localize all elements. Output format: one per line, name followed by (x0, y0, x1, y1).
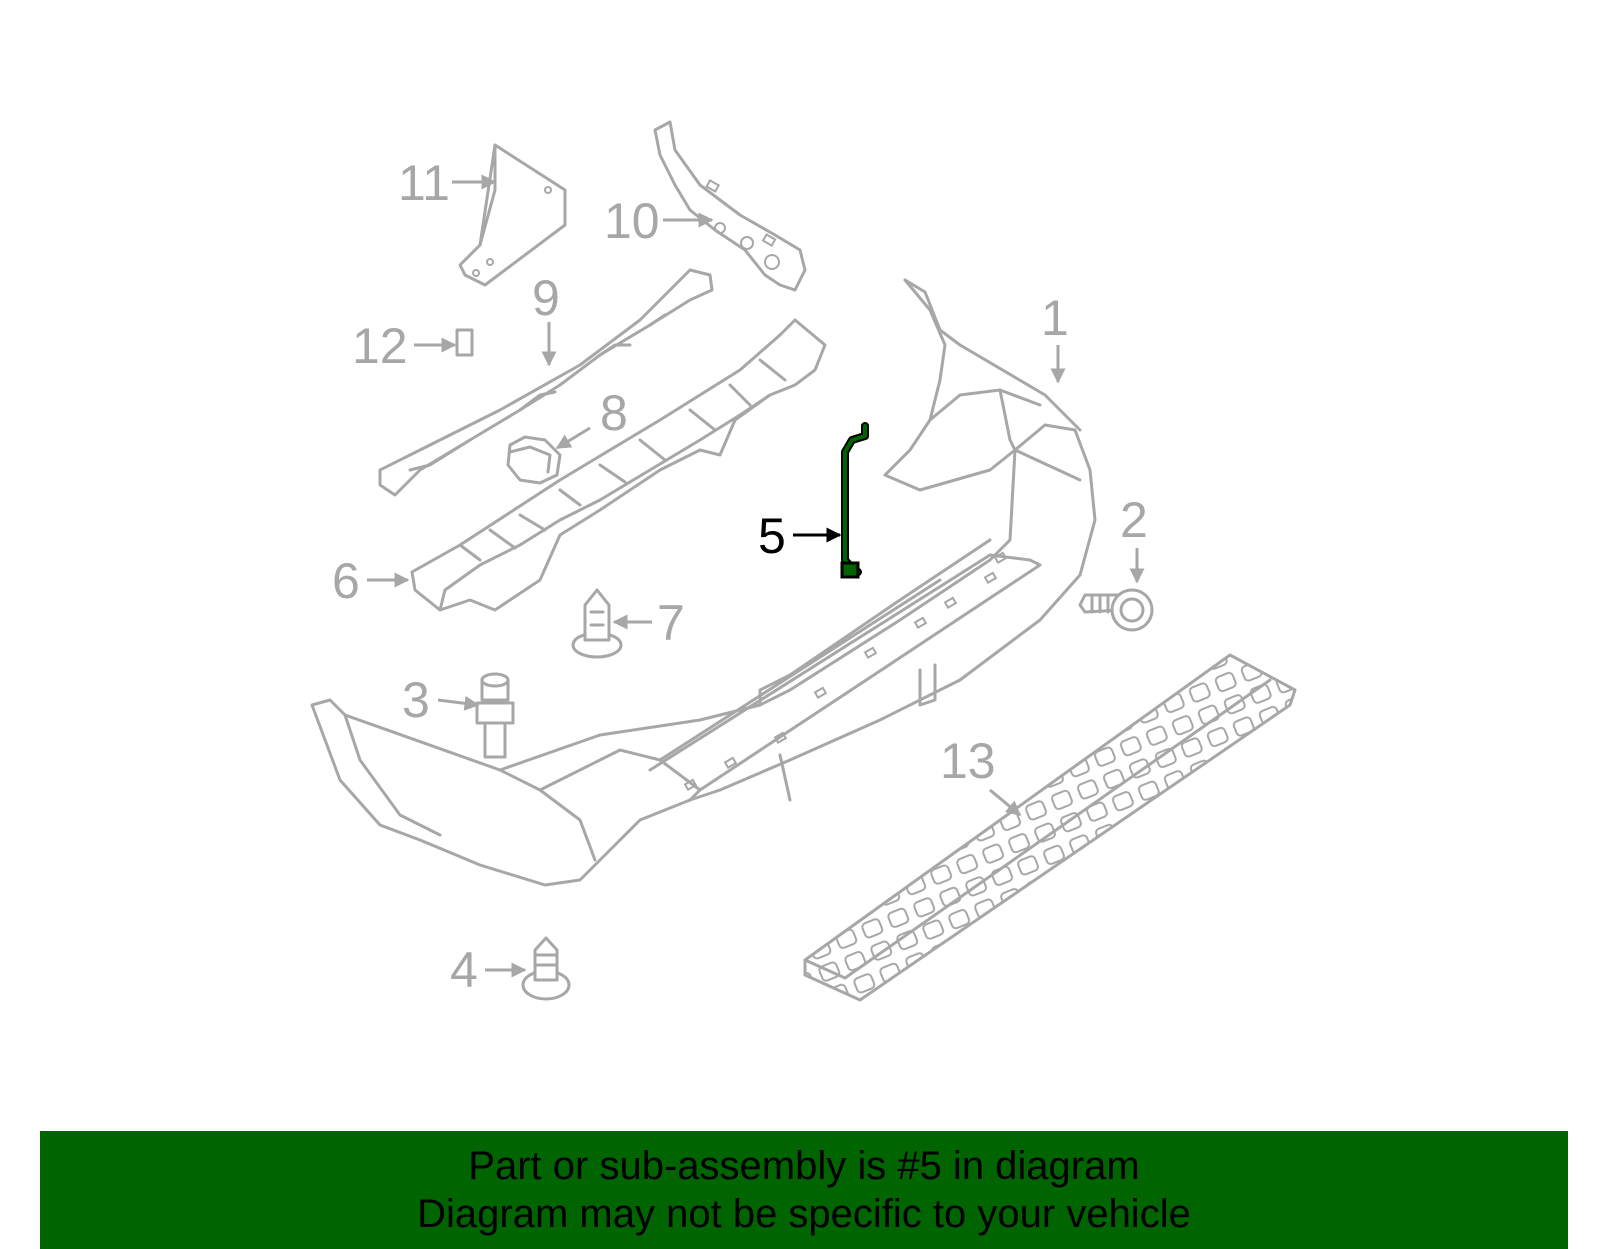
banner-line-1: Part or sub-assembly is #5 in diagram (468, 1144, 1140, 1188)
svg-text:7: 7 (657, 595, 685, 651)
svg-text:11: 11 (398, 155, 450, 211)
svg-text:4: 4 (450, 942, 478, 998)
svg-text:5: 5 (758, 508, 786, 564)
highlighted-part-5[interactable] (840, 422, 869, 579)
info-banner: Part or sub-assembly is #5 in diagram Di… (40, 1131, 1568, 1249)
callout-11: 11 (398, 155, 497, 211)
stud-fastener[interactable] (475, 672, 515, 759)
clip-12[interactable] (455, 328, 474, 357)
callout-7: 7 (612, 595, 685, 651)
callout-10: 10 (604, 193, 714, 249)
banner-line-2: Diagram may not be specific to your vehi… (417, 1192, 1191, 1236)
parts-diagram: 1 2 3 4 5 6 7 8 9 10 11 12 (310, 120, 1297, 1002)
callout-8: 8 (555, 385, 628, 450)
bumper-bolt[interactable] (1078, 588, 1154, 632)
svg-text:10: 10 (604, 193, 660, 249)
svg-text:9: 9 (532, 270, 560, 326)
callout-4: 4 (450, 942, 527, 998)
callout-9: 9 (532, 270, 560, 367)
svg-text:2: 2 (1120, 492, 1148, 548)
energy-absorber[interactable] (410, 318, 827, 612)
retainer-clip[interactable] (521, 936, 571, 1001)
push-clip[interactable] (571, 588, 623, 659)
bracket-plate[interactable] (458, 143, 567, 287)
side-bracket[interactable] (653, 120, 807, 292)
step-pad[interactable] (803, 653, 1297, 1002)
svg-text:12: 12 (352, 318, 408, 374)
callout-6: 6 (332, 553, 410, 609)
callout-12: 12 (352, 318, 457, 374)
callout-2: 2 (1120, 492, 1148, 584)
bumper-reinforcement[interactable] (378, 268, 714, 497)
callout-5: 5 (758, 508, 842, 564)
callout-1: 1 (1041, 290, 1069, 384)
svg-text:3: 3 (402, 672, 430, 728)
callout-3: 3 (402, 672, 480, 728)
svg-text:6: 6 (332, 553, 360, 609)
svg-text:1: 1 (1041, 290, 1069, 346)
svg-text:8: 8 (600, 385, 628, 441)
svg-text:13: 13 (940, 733, 996, 789)
hex-nut[interactable] (506, 435, 562, 485)
callout-13: 13 (940, 733, 1022, 817)
bumper-cover[interactable] (310, 278, 1097, 887)
